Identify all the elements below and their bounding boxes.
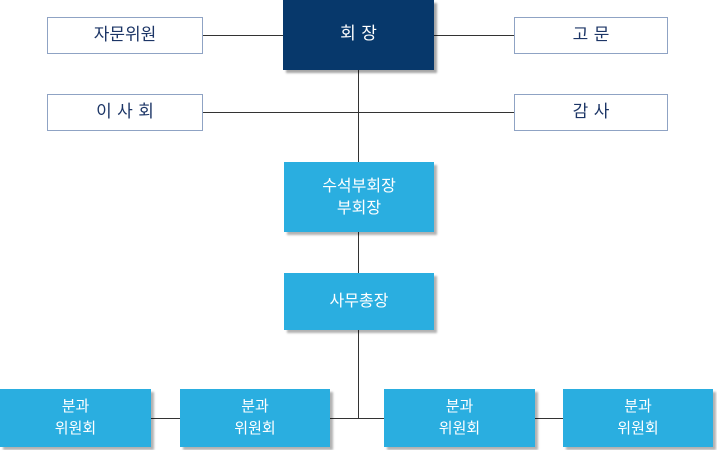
vice-chairmen-label: 수석부회장 부회장 bbox=[322, 175, 396, 217]
subcommittee-label: 분과 위원회 bbox=[54, 397, 97, 437]
auditor-box: 감 사 bbox=[514, 94, 668, 131]
subcommittee-label: 분과 위원회 bbox=[438, 397, 481, 437]
auditor-label: 감 사 bbox=[572, 101, 610, 122]
board-box: 이 사 회 bbox=[47, 94, 203, 131]
subcommittee-box: 분과 위원회 bbox=[563, 389, 713, 447]
chairman-box: 회 장 bbox=[283, 0, 434, 70]
advisory-committee-box: 자문위원 bbox=[47, 17, 203, 54]
subcommittee-box: 분과 위원회 bbox=[384, 389, 535, 447]
subcommittee-label: 분과 위원회 bbox=[234, 397, 276, 437]
subcommittee-box: 분과 위원회 bbox=[180, 389, 330, 447]
board-label: 이 사 회 bbox=[96, 101, 154, 122]
advisory-committee-label: 자문위원 bbox=[93, 24, 157, 45]
vice-chairmen-box: 수석부회장 부회장 bbox=[284, 162, 434, 232]
advisor-box: 고 문 bbox=[514, 17, 668, 54]
subcommittee-box: 분과 위원회 bbox=[0, 389, 151, 447]
secretary-general-box: 사무총장 bbox=[284, 273, 434, 330]
secretary-general-label: 사무총장 bbox=[329, 291, 389, 311]
subcommittee-label: 분과 위원회 bbox=[617, 397, 659, 437]
chairman-label: 회 장 bbox=[340, 24, 377, 45]
advisor-label: 고 문 bbox=[572, 24, 610, 45]
